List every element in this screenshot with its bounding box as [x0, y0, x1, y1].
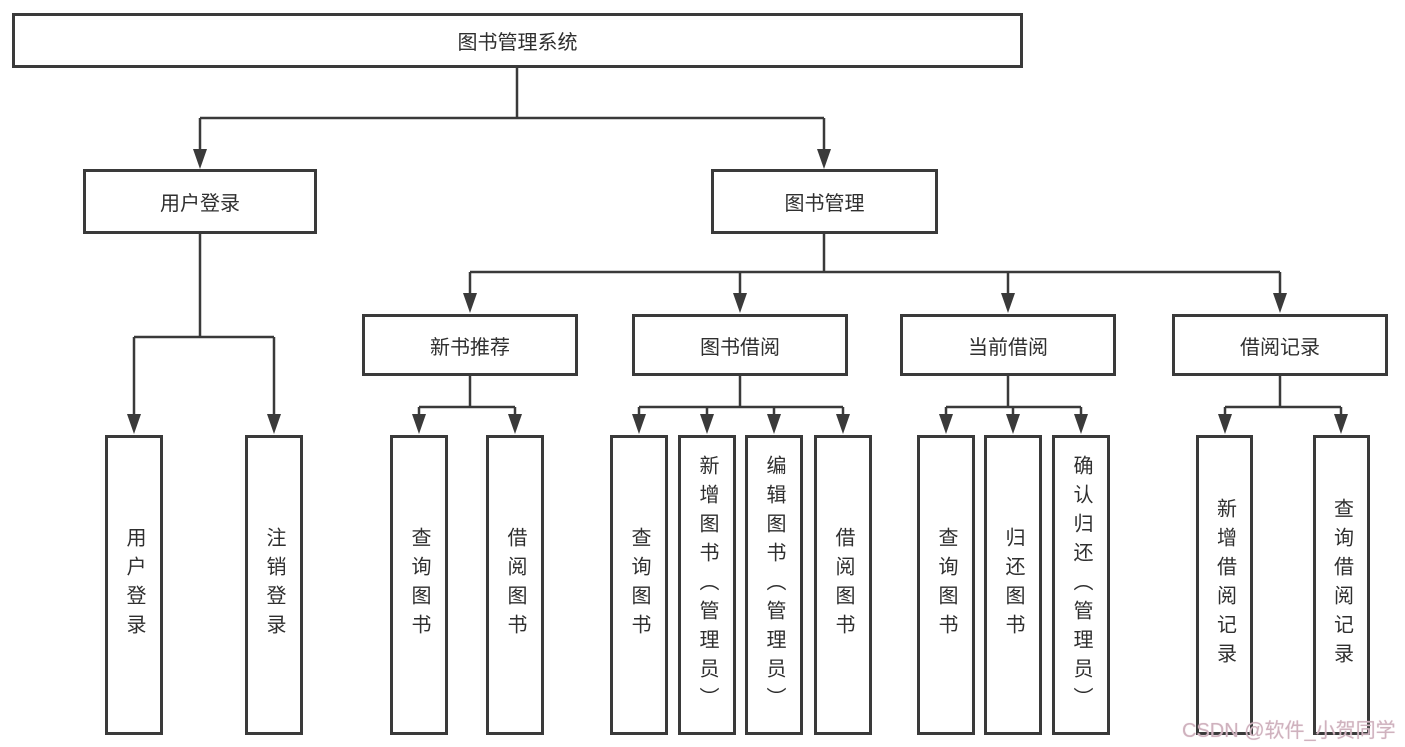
node-label: 新增图书（管理员）	[696, 454, 718, 716]
leaf-user-login: 用户登录	[105, 435, 163, 735]
node-label: 借阅图书	[832, 527, 854, 643]
leaf-query-books-borrowing: 查询图书	[610, 435, 668, 735]
csdn-watermark: CSDN @软件_小贺同学	[1182, 720, 1396, 742]
leaf-query-books-recommend: 查询图书	[390, 435, 448, 735]
leaf-edit-books-admin: 编辑图书（管理员）	[745, 435, 803, 735]
node-borrowing-records: 借阅记录	[1172, 314, 1388, 376]
node-label: 编辑图书（管理员）	[763, 454, 785, 716]
node-label: 查询图书	[628, 527, 650, 643]
node-new-book-recommendation: 新书推荐	[362, 314, 578, 376]
node-label: 借阅记录	[1240, 336, 1320, 359]
leaf-logout: 注销登录	[245, 435, 303, 735]
node-label: 借阅图书	[504, 527, 526, 643]
leaf-add-books-admin: 新增图书（管理员）	[678, 435, 736, 735]
node-label: 确认归还（管理员）	[1070, 454, 1092, 716]
node-current-borrowing: 当前借阅	[900, 314, 1116, 376]
node-label: 图书借阅	[700, 336, 780, 359]
node-user-login-branch: 用户登录	[83, 169, 317, 234]
node-label: 图书管理	[784, 193, 865, 215]
node-label: 查询图书	[935, 527, 957, 643]
leaf-query-borrow-record: 查询借阅记录	[1313, 435, 1370, 735]
node-label: 注销登录	[263, 527, 285, 643]
leaf-borrow-books: 借阅图书	[814, 435, 872, 735]
node-label: 图书管理系统	[457, 32, 578, 54]
node-label: 用户登录	[160, 193, 240, 215]
node-label: 查询图书	[408, 527, 430, 643]
node-label: 新书推荐	[430, 336, 510, 359]
leaf-return-books: 归还图书	[984, 435, 1042, 735]
node-book-borrowing: 图书借阅	[632, 314, 848, 376]
node-label: 用户登录	[123, 527, 145, 643]
node-label: 新增借阅记录	[1213, 498, 1236, 672]
leaf-confirm-return-admin: 确认归还（管理员）	[1052, 435, 1110, 735]
node-label: 查询借阅记录	[1330, 498, 1353, 672]
node-book-management-branch: 图书管理	[711, 169, 938, 234]
leaf-borrow-books-recommend: 借阅图书	[486, 435, 544, 735]
node-root-system: 图书管理系统	[12, 13, 1023, 68]
leaf-query-books-current: 查询图书	[917, 435, 975, 735]
node-label: 归还图书	[1002, 527, 1024, 643]
leaf-add-borrow-record: 新增借阅记录	[1196, 435, 1253, 735]
node-label: 当前借阅	[968, 336, 1048, 359]
